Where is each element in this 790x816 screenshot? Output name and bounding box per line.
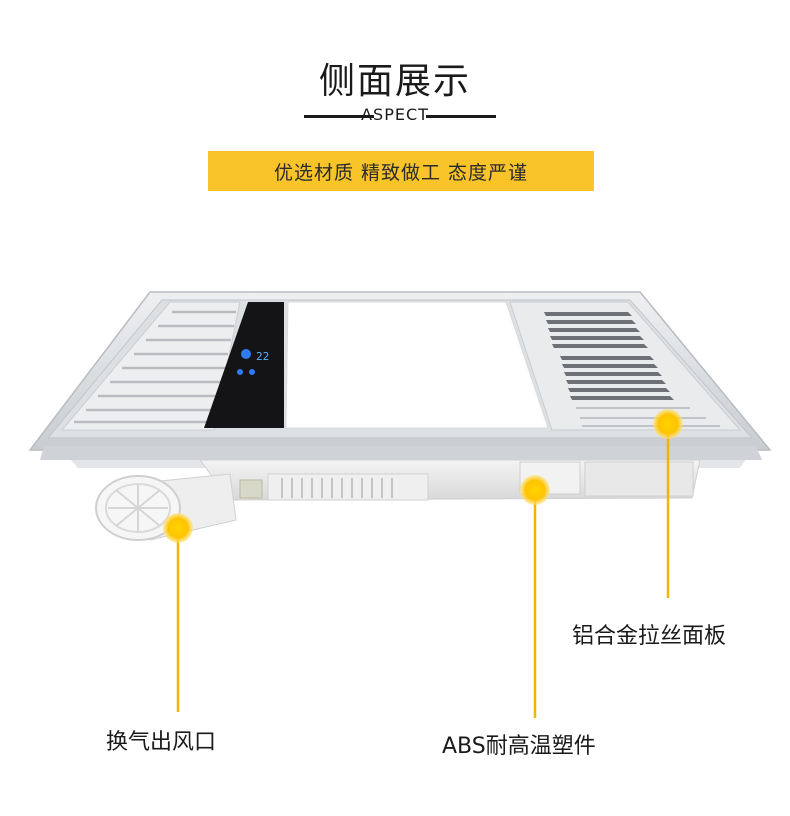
display-readout: 22 (256, 350, 269, 363)
panel-label: 铝合金拉丝面板 (572, 624, 727, 649)
page-subtitle: ASPECT (361, 105, 429, 124)
display-icon (241, 349, 251, 359)
feature-banner: 优选材质 精致做工 态度严谨 (208, 151, 594, 191)
subtitle-right-rule (426, 115, 496, 118)
panel-callout-dot (653, 409, 683, 439)
subtitle-left-rule (304, 115, 374, 118)
exhaust-vent (95, 473, 237, 541)
vent-callout-dot (163, 513, 193, 543)
plastic-label: ABS耐高温塑件 (442, 734, 596, 759)
subtitle-row: ASPECT (0, 103, 790, 127)
page-title: 侧面展示 (318, 61, 471, 102)
vent-label: 换气出风口 (106, 730, 217, 755)
callout-lines (176, 424, 670, 718)
aluminum-panel: 22 (28, 291, 772, 460)
plastic-callout-dot (520, 475, 550, 505)
